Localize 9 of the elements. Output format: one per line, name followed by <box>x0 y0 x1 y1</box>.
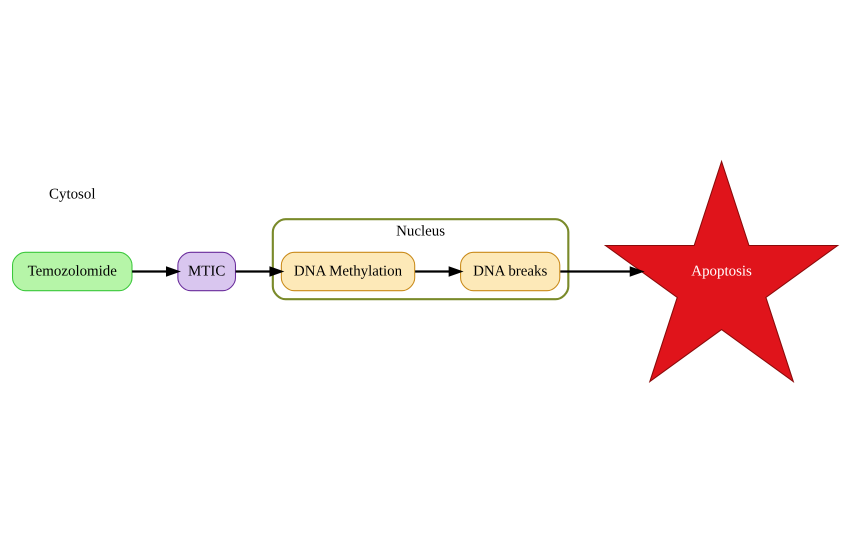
arrow <box>132 266 181 276</box>
node-box: MTIC <box>177 251 236 291</box>
arrow <box>236 266 284 276</box>
node-box: DNA breaks <box>460 251 560 291</box>
arrow <box>560 266 645 276</box>
label: Cytosol <box>49 186 96 202</box>
arrow <box>415 266 464 276</box>
node-box: Temozolomide <box>12 251 133 291</box>
node-box: DNA Methylation <box>280 251 416 291</box>
